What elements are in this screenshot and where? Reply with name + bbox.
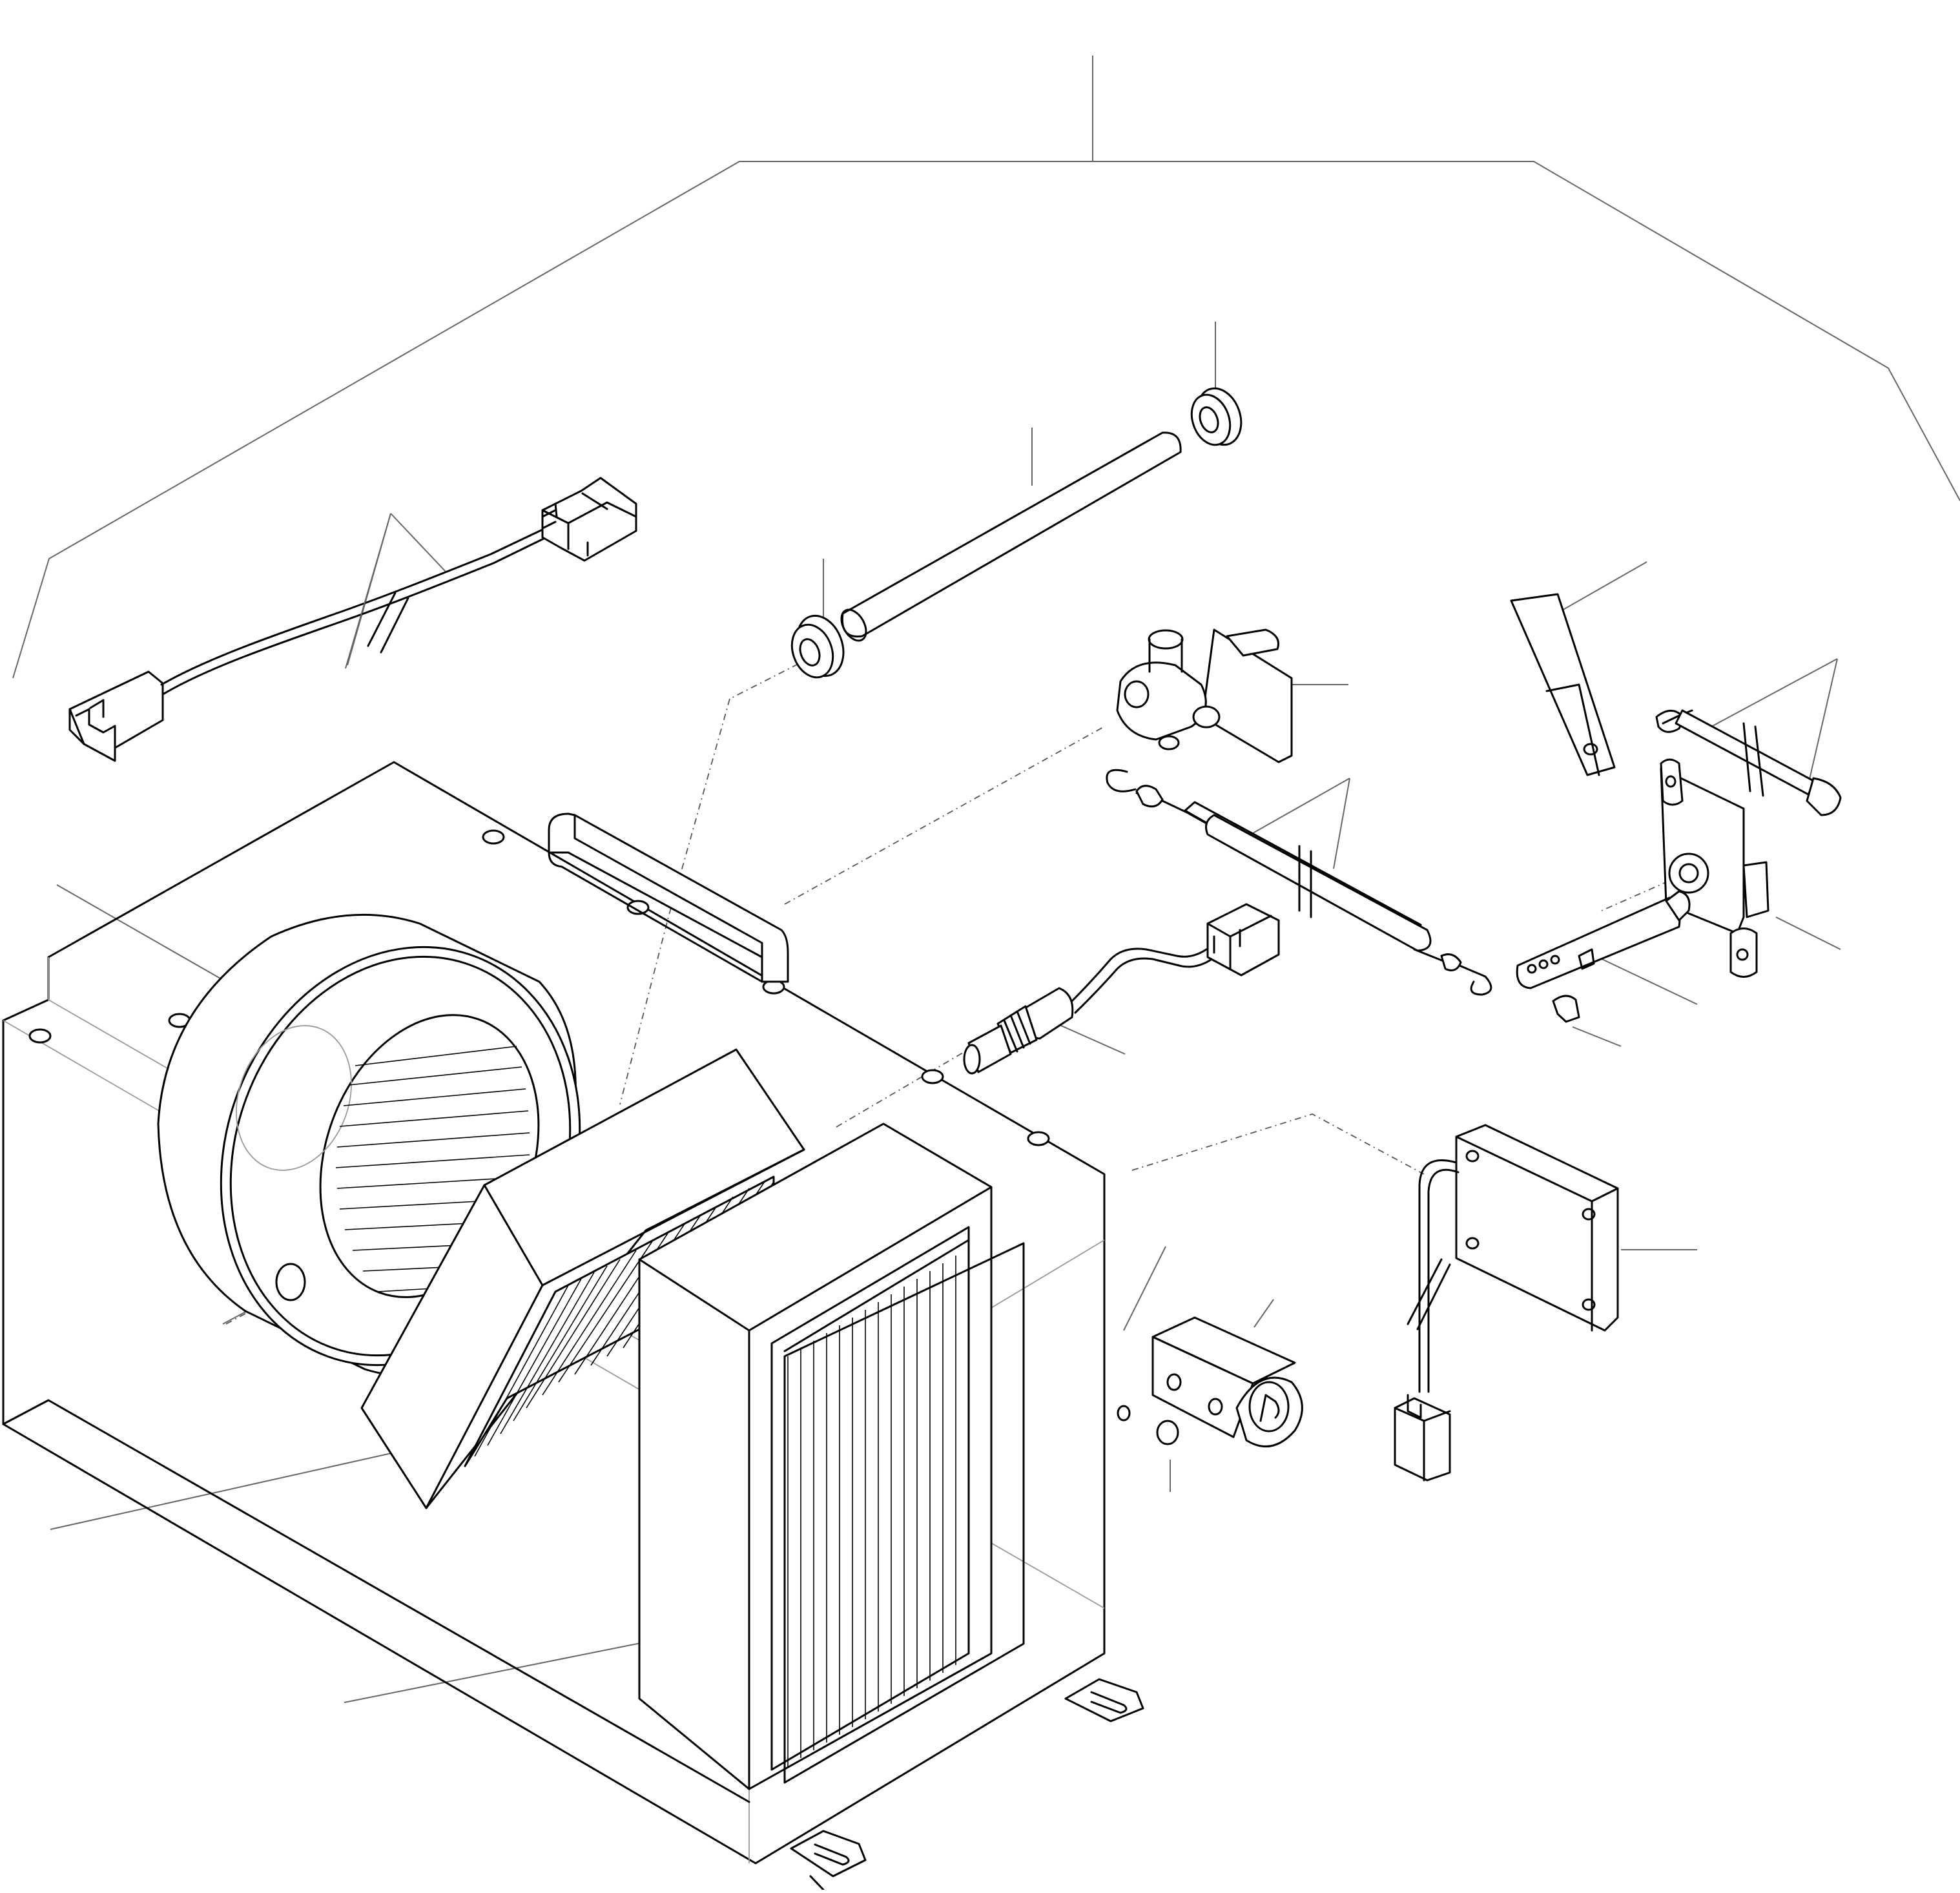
tube-icon (840, 431, 1182, 642)
heat-exchanger-icon (638, 1122, 1025, 1790)
expansion-valve-icon (1151, 1316, 1303, 1448)
o-ring-icon (1117, 1405, 1179, 1445)
rod-icon (1655, 709, 1842, 816)
duct-handle-icon (548, 812, 789, 983)
bracket-icon (1510, 593, 1616, 776)
group-bracket (12, 56, 1960, 679)
wire-harness-icon (68, 477, 637, 762)
resistor-icon (1394, 1124, 1619, 1482)
leader-lines (50, 322, 1841, 1703)
clip-icon (1552, 995, 1580, 1023)
lever-icon (1516, 890, 1691, 989)
grommet-icon (1190, 387, 1243, 446)
grommet-lower-icon (790, 614, 845, 679)
harness-leader (345, 513, 391, 669)
sensor-icon (963, 903, 1280, 1075)
actuator-icon (1660, 758, 1769, 978)
core-fins (787, 1256, 956, 1766)
cable-icon (1106, 769, 1492, 996)
valve-icon (1116, 628, 1293, 763)
